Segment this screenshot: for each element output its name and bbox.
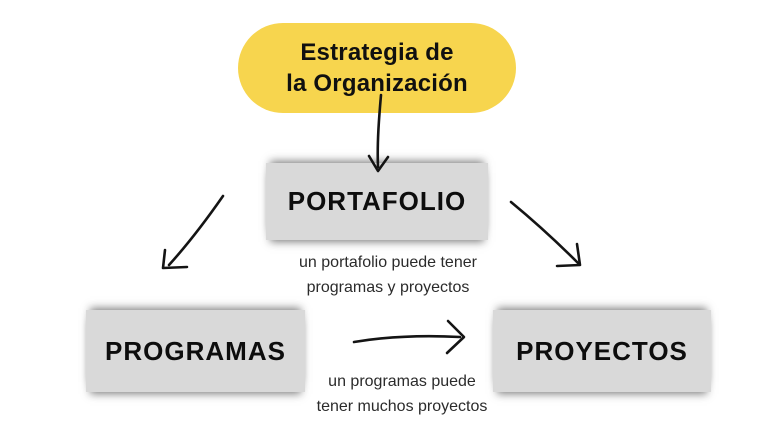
arrow-down-right-icon	[509, 200, 582, 268]
arrow-down-left-icon	[161, 194, 225, 270]
strategy-label-line1: Estrategia de	[300, 39, 454, 66]
projects-node: PROYECTOS	[493, 310, 711, 392]
arrow-right-icon	[352, 319, 466, 355]
programs-label: PROGRAMAS	[105, 335, 286, 366]
programs-caption-line1: un programas puede	[328, 373, 476, 390]
portfolio-node: PORTAFOLIO	[266, 163, 488, 240]
portfolio-caption-line2: programas y proyectos	[306, 279, 470, 296]
portfolio-caption: un portafolio puede tener programas y pr…	[268, 250, 508, 300]
projects-label: PROYECTOS	[516, 335, 688, 366]
programs-node: PROGRAMAS	[86, 310, 305, 392]
strategy-label-line2: la Organización	[286, 70, 468, 97]
programs-caption: un programas puede tener muchos proyecto…	[282, 369, 522, 419]
strategy-pill: Estrategia de la Organización	[238, 23, 516, 113]
portfolio-label: PORTAFOLIO	[287, 186, 467, 216]
programs-caption-line2: tener muchos proyectos	[316, 398, 488, 415]
portfolio-caption-line1: un portafolio puede tener	[299, 254, 477, 271]
